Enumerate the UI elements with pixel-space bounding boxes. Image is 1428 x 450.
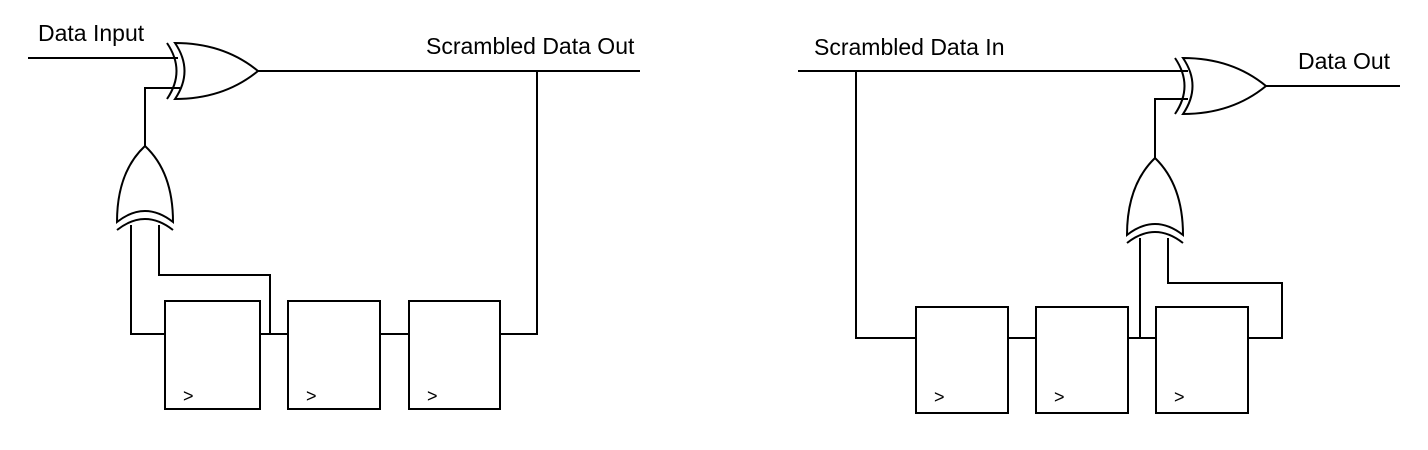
scrambler-feedback-wire [500,71,538,335]
descrambler-xor-to-xor-wire [1154,98,1188,160]
scrambler-tap-stage1-wire [158,225,271,334]
scrambler-shift-register-2: > [287,300,381,410]
clock-input-mark: > [427,386,438,406]
scrambler-shift-register-3: > [408,300,501,410]
scrambler-output-xor-gate [166,41,260,101]
scrambler-input-label: Data Input [38,20,145,46]
clock-input-mark: > [934,387,945,407]
descrambler-input-label: Scrambled Data In [814,34,1004,60]
descrambler-tap-stage3-wire [1167,238,1283,339]
clock-input-mark: > [1054,387,1065,407]
descrambler-input-to-register-wire [855,71,916,339]
scrambler-output-label: Scrambled Data Out [426,33,635,59]
clock-input-mark: > [183,386,194,406]
descrambler-shift-register-1: > [915,306,1009,414]
scrambler-xor-to-xor-wire [144,87,180,150]
descrambler-output-label: Data Out [1298,48,1391,74]
descrambler-circuit: > > > Scrambled Data In Data Out [798,34,1400,414]
clock-input-mark: > [1174,387,1185,407]
descrambler-output-xor-gate [1174,56,1268,116]
scrambler-tap-input-wire [130,225,165,335]
descrambler-shift-register-3: > [1155,306,1249,414]
scrambler-shift-register-1: > [164,300,261,410]
scrambler-feedback-xor-gate [115,144,175,231]
clock-input-mark: > [306,386,317,406]
descrambler-feedback-xor-gate [1125,156,1185,244]
descrambler-shift-register-2: > [1035,306,1129,414]
scrambler-circuit: > > > Data Input Scrambled Data Out [28,20,640,410]
